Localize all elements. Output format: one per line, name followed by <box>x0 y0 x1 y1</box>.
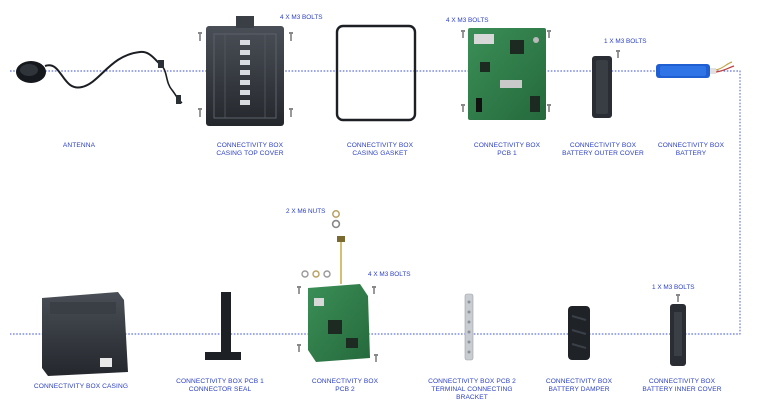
assembly-path-line <box>10 70 741 335</box>
terminal-bracket-part <box>464 293 474 361</box>
callout-pcb2-bolts: 4 X M3 BOLTS <box>368 271 411 278</box>
pcb2-nuts <box>301 210 341 278</box>
casing-part <box>42 292 128 376</box>
washer-icon <box>332 210 340 218</box>
pcb1-connector-seal-part <box>205 292 241 360</box>
label-casing: CONNECTIVITY BOX CASING <box>33 383 129 390</box>
casing-gasket-part <box>335 24 417 122</box>
bolt-icon <box>461 104 465 112</box>
bolt-icon <box>198 32 202 41</box>
bolt-icon <box>289 32 293 41</box>
casing-top-cover-part <box>206 16 284 126</box>
pcb2-bolts <box>297 286 378 362</box>
bolt-icon <box>289 108 293 117</box>
top-cover-bolts <box>198 32 293 117</box>
battery-part <box>656 61 735 78</box>
callout-inner-cover-bolts: 1 X M3 BOLTS <box>652 284 695 291</box>
pcb1-bolts <box>461 30 551 112</box>
antenna-part <box>16 50 183 104</box>
pcb2-part <box>308 236 370 362</box>
pcb1-part <box>468 28 546 120</box>
bolt-icon <box>547 104 551 112</box>
bolt-icon <box>297 344 301 352</box>
bolt-icon <box>616 50 620 58</box>
battery-outer-cover-part <box>592 50 620 118</box>
washer-icon <box>323 270 331 278</box>
nut-icon <box>312 270 320 278</box>
battery-inner-cover-part <box>670 294 686 366</box>
callout-battery-cover-bolts: 1 X M3 BOLTS <box>604 38 647 45</box>
nut-icon <box>331 219 341 229</box>
bolt-icon <box>547 30 551 38</box>
washer-icon <box>301 270 309 278</box>
callout-pcb2-nuts: 2 X M6 NUTS <box>286 208 326 215</box>
label-antenna: ANTENNA <box>62 142 96 149</box>
bolt-icon <box>198 108 202 117</box>
bolt-icon <box>372 286 376 294</box>
bolt-icon <box>461 30 465 38</box>
callout-pcb1-bolts: 4 X M3 BOLTS <box>446 17 489 24</box>
bolt-icon <box>297 286 301 294</box>
bolt-icon <box>676 294 680 302</box>
callout-top-cover-bolts: 4 X M3 BOLTS <box>280 14 323 21</box>
bolt-icon <box>374 354 378 362</box>
battery-damper-part <box>568 306 590 360</box>
